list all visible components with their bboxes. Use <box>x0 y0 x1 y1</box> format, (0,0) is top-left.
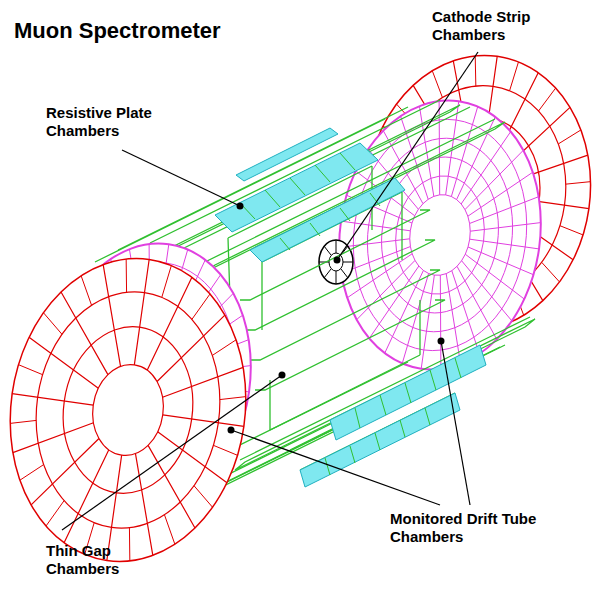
front-endcap-wheel <box>0 243 265 577</box>
part-label: Cathode Strip Chambers <box>432 8 582 44</box>
part-label: Monitored Drift Tube Chambers <box>390 510 570 546</box>
csc-disk <box>319 240 353 284</box>
part-label: Thin Gap Chambers <box>46 542 136 578</box>
rpc-panels <box>215 128 486 487</box>
leader-lines <box>62 52 478 530</box>
part-label: Resistive Plate Chambers <box>46 104 176 140</box>
leader-dots <box>228 203 445 434</box>
panel-ribs <box>240 153 461 475</box>
diagram-title: Muon Spectrometer <box>14 18 221 44</box>
